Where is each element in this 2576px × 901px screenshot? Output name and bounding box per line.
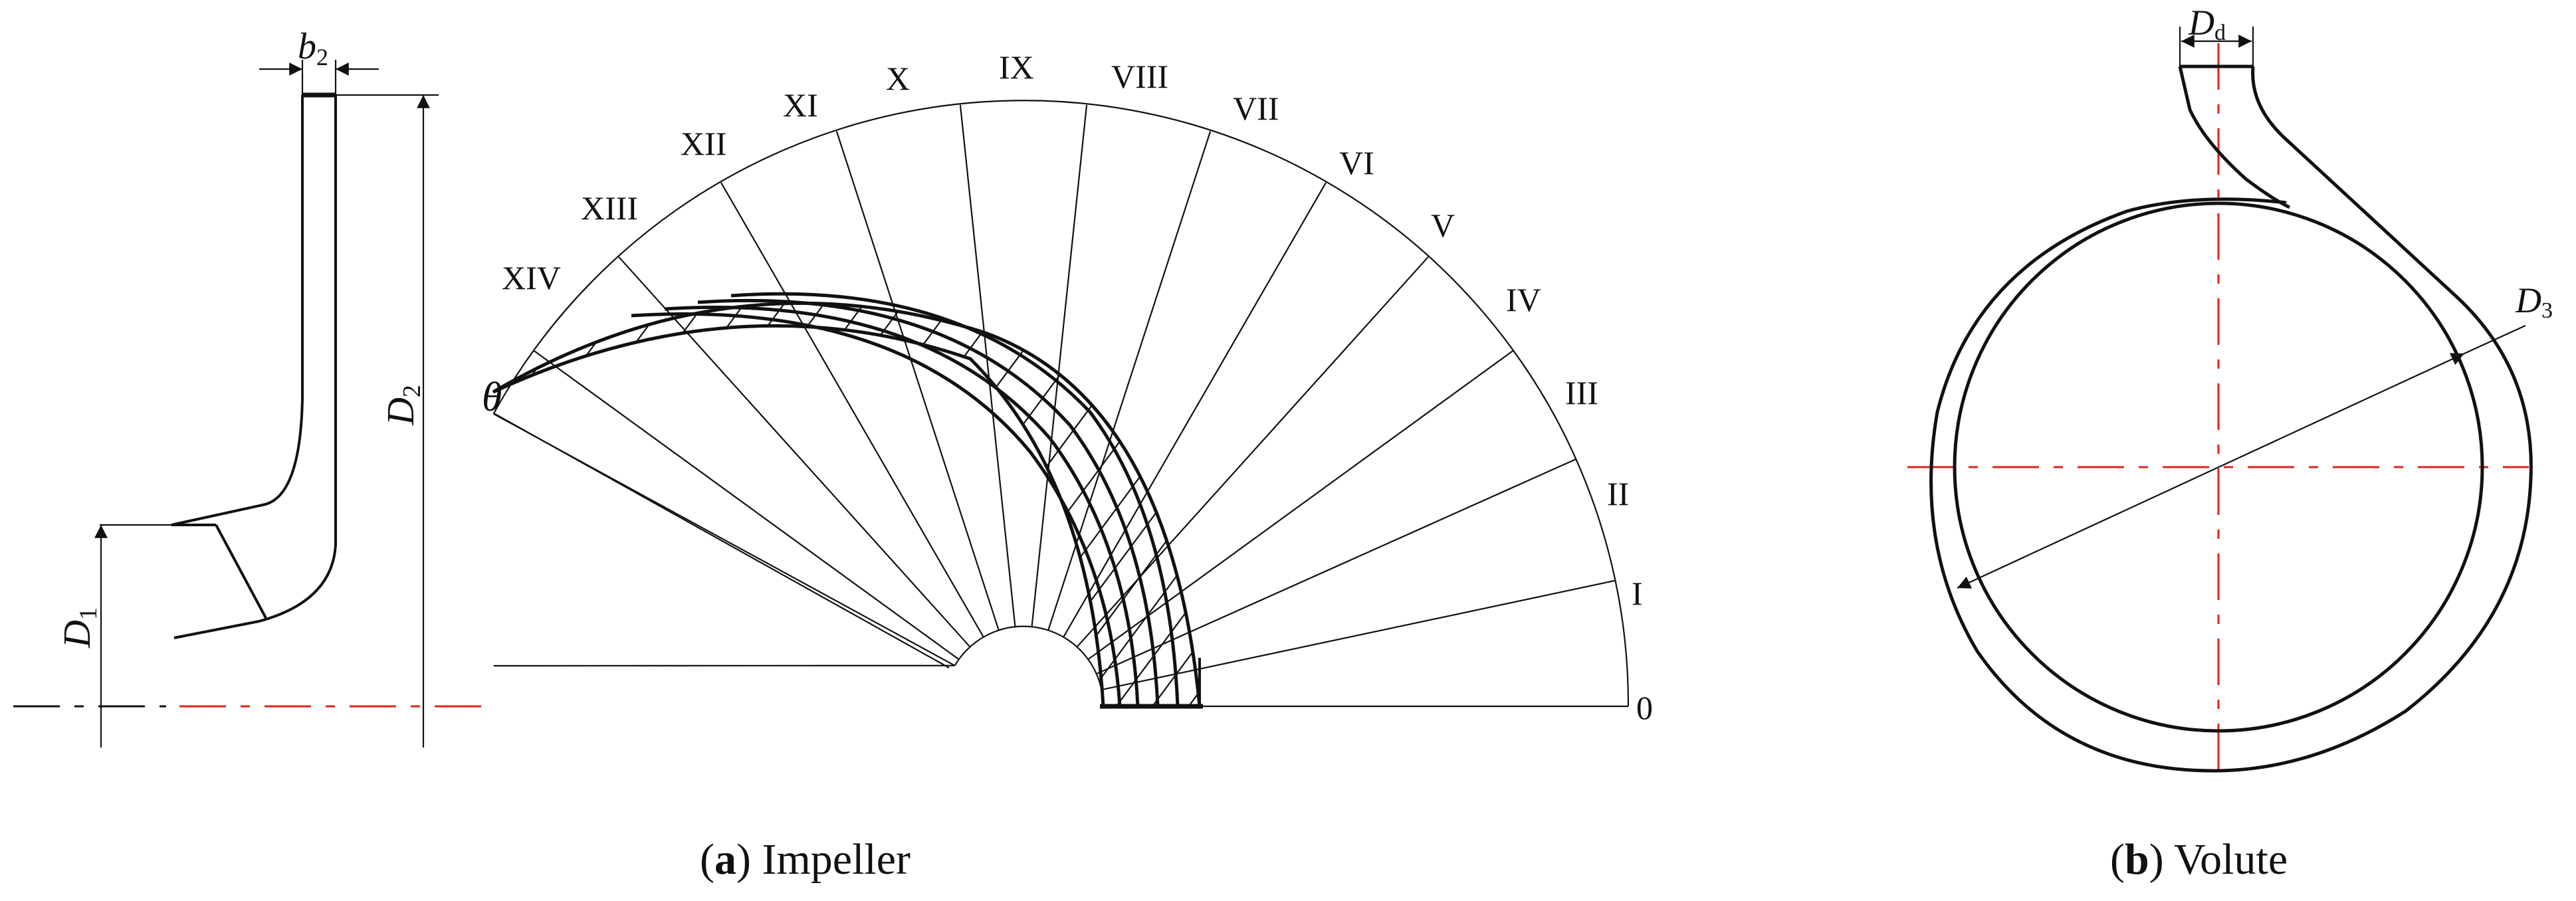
- volute-outer-spiral: [1929, 66, 2533, 773]
- section-label-9: IX: [999, 49, 1034, 86]
- caption-b: (b) Volute: [2110, 835, 2288, 884]
- section-label-0: 0: [1636, 689, 1653, 726]
- section-label-2: II: [1607, 475, 1629, 512]
- blade-leading-edge: [215, 524, 267, 619]
- section-labels: 0 I II III IV V VI VII VIII IX X XI XII …: [502, 49, 1653, 726]
- caption-a: (a) Impeller: [700, 835, 911, 884]
- d1-label: D1: [55, 607, 102, 649]
- section-label-5: V: [1431, 207, 1455, 244]
- impeller-meridional-view: b2 D2 D1: [13, 26, 484, 748]
- impeller-plan-view: θ 0 I II III IV V VI VII VIII IX X XI XI…: [482, 49, 1653, 726]
- section-label-1: I: [1632, 575, 1643, 612]
- volute-view: Dd D3: [1907, 3, 2553, 784]
- section-label-4: IV: [1506, 281, 1541, 318]
- d2-label: D2: [379, 385, 426, 426]
- theta-label: θ: [482, 375, 502, 420]
- d3-dimension-line: [1957, 353, 2465, 589]
- meridional-inner-profile: [173, 95, 337, 639]
- section-radial-lines: [493, 104, 1616, 691]
- dd-label: Dd: [2188, 3, 2226, 45]
- d3-label: D3: [2515, 280, 2553, 323]
- section-label-3: III: [1565, 374, 1598, 411]
- meridional-outer-profile: [171, 95, 304, 526]
- section-label-13: XIII: [581, 189, 638, 227]
- blade-section-curves: [492, 292, 1202, 707]
- section-label-8: VIII: [1111, 58, 1168, 95]
- section-label-12: XII: [681, 125, 726, 162]
- b2-label: b2: [298, 26, 328, 70]
- plan-hub-arc: [954, 625, 1105, 707]
- section-label-7: VII: [1233, 90, 1279, 127]
- section-label-11: XI: [783, 86, 818, 124]
- section-label-10: X: [886, 60, 910, 97]
- blade-hatching: [493, 303, 1200, 706]
- section-label-6: VI: [1339, 144, 1374, 181]
- plan-outer-arc: [492, 100, 1630, 707]
- volute-tongue: [2178, 66, 2291, 209]
- section-label-14: XIV: [502, 259, 561, 296]
- volute-base-circle: [1953, 201, 2484, 733]
